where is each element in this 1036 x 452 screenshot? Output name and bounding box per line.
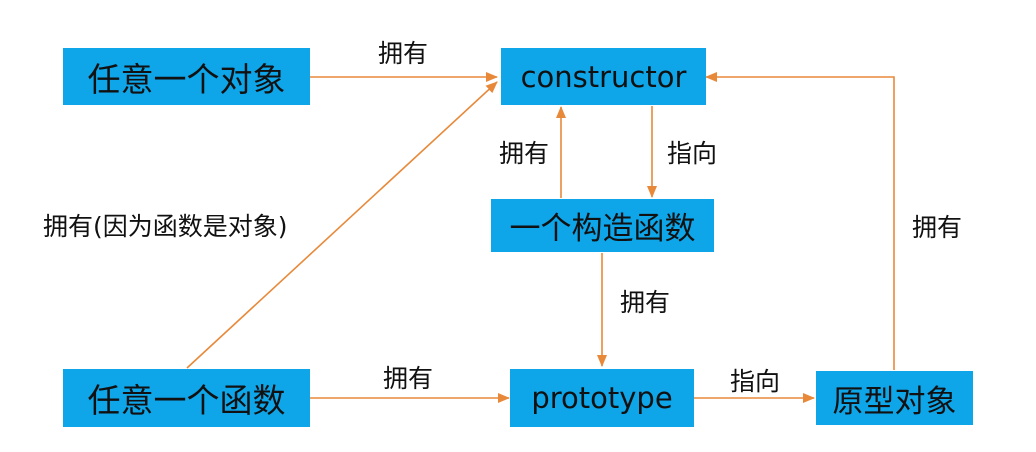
- node-a-constructor-function: 一个构造函数: [491, 199, 714, 252]
- label-object-has-constructor: 拥有: [378, 39, 429, 68]
- node-any-function: 任意一个函数: [63, 369, 310, 427]
- label-prototype-points-to-object: 指向: [730, 367, 781, 396]
- label-ctor-fn-has-prototype: 拥有: [620, 288, 671, 317]
- node-constructor: constructor: [501, 48, 706, 105]
- edge-proto-object-to-constructor: [705, 72, 895, 370]
- edge-function-to-constructor: [186, 81, 498, 369]
- label-constructor-points-to-fn: 指向: [667, 139, 718, 168]
- node-prototype-object: 原型对象: [816, 371, 973, 425]
- label-ctor-fn-has-constructor: 拥有: [499, 139, 550, 168]
- label-function-has-constructor: 拥有(因为函数是对象): [43, 212, 288, 241]
- label-function-has-prototype: 拥有: [383, 364, 434, 393]
- node-any-object: 任意一个对象: [63, 48, 310, 105]
- label-proto-object-has-constructor: 拥有: [912, 213, 963, 242]
- node-prototype: prototype: [510, 369, 694, 427]
